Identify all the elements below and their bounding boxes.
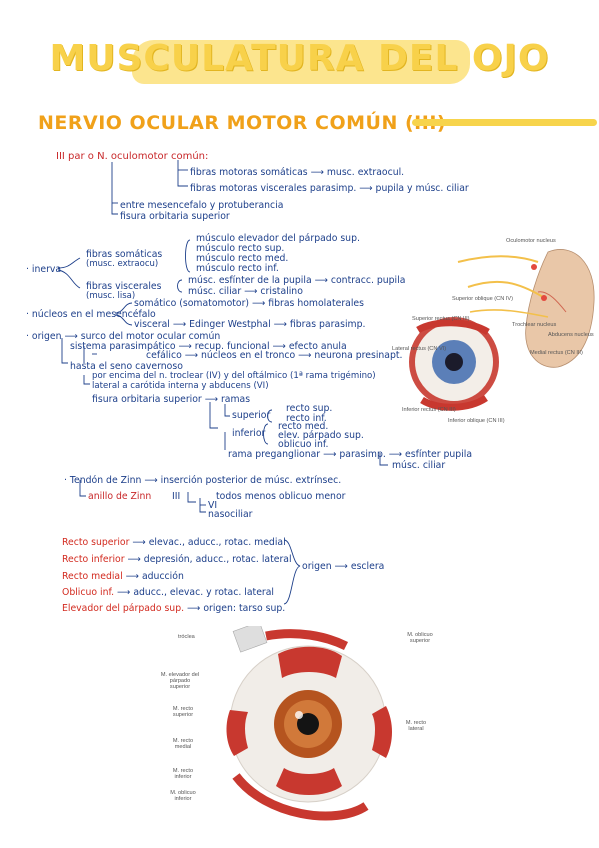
- section-underline: [412, 119, 597, 126]
- note-line: por encima del n. troclear (IV) y del of…: [92, 371, 376, 381]
- fig1-label: Medial rectus (CN III): [530, 350, 583, 356]
- note-line: músc. esfínter de la pupila ⟶ contracc. …: [188, 275, 406, 286]
- note-line: III: [172, 491, 181, 502]
- note-line: fibras motoras viscerales parasimp. ⟶ pu…: [190, 183, 469, 194]
- page-title: MUSCULATURA DEL OJO: [49, 38, 550, 79]
- title-highlight: [132, 40, 470, 84]
- fig1-label: Abducens nucleus: [548, 332, 594, 338]
- note-line: (musc. extraocu): [86, 259, 159, 269]
- fig1-label: Inferior rectus (CN III): [402, 407, 456, 413]
- note-line: fibras motoras somáticas ⟶ musc. extraoc…: [190, 167, 405, 178]
- fig1-label: Trochlear nucleus: [512, 322, 557, 328]
- note-line: · inerva: [26, 264, 62, 275]
- note-line: · origen ⟶ surco del motor ocular común: [26, 331, 221, 342]
- note-line: músc. ciliar ⟶ cristalino: [188, 286, 303, 297]
- muscle-row-2: Recto medial ⟶ aducción: [62, 571, 184, 582]
- note-line: recto sup.: [286, 403, 333, 414]
- muscle-row-0: Recto superior ⟶ elevac., aducc., rotac.…: [62, 537, 286, 548]
- fig1-label: Lateral rectus (CN VI): [392, 346, 447, 352]
- muscle-row-3: Oblicuo inf. ⟶ aducc., elevac. y rotac. …: [62, 587, 275, 598]
- fig2-label: M. oblicuo inferior: [170, 790, 196, 802]
- note-line: oblicuo inf.: [278, 439, 329, 450]
- note-line: fibras viscerales: [86, 281, 162, 292]
- fig2-label: tróclea: [178, 634, 195, 640]
- note-line: músculo recto inf.: [196, 263, 279, 274]
- note-line: hasta el seno cavernoso: [70, 361, 183, 372]
- note-line: recto med.: [278, 421, 329, 432]
- origin-note: origen ⟶ esclera: [302, 561, 385, 572]
- note-line: fisura orbitaria superior: [120, 211, 230, 222]
- section-title: NERVIO OCULAR MOTOR COMÚN (III): [38, 112, 447, 134]
- note-line-red: anillo de Zinn: [88, 491, 152, 502]
- note-line: (musc. lisa): [86, 291, 136, 301]
- fig2-label: M. recto lateral: [405, 720, 427, 732]
- fig1-label: Inferior oblique (CN III): [448, 418, 505, 424]
- fig2-label: M. elevador del párpado superior: [160, 672, 200, 690]
- note-line: sistema parasimpático ⟶ recup. funcional…: [70, 341, 347, 352]
- note-line: lateral a carótida interna y abducens (V…: [92, 381, 269, 391]
- note-line: elev. párpado sup.: [278, 430, 364, 441]
- note-line: visceral ⟶ Edinger Westphal ⟶ fibras par…: [134, 319, 366, 330]
- eye-anatomy-illustration: [226, 626, 392, 821]
- note-line: fibras somáticas: [86, 249, 163, 260]
- fig1-label: Superior rectus (CN III): [412, 316, 470, 322]
- note-line: superior: [232, 410, 271, 421]
- nerve-diagram-illustration: [409, 249, 595, 411]
- note-line: cefálico ⟶ núcleos en el tronco ⟶ neuron…: [146, 350, 403, 361]
- note-line: nasociliar: [208, 509, 253, 520]
- note-line: todos menos oblicuo menor: [216, 491, 346, 502]
- note-line: somático (somatomotor) ⟶ fibras homolate…: [134, 298, 364, 309]
- muscle-row-4: Elevador del párpado sup. ⟶ origen: tars…: [62, 603, 286, 614]
- fig1-label: Oculomotor nucleus: [506, 238, 556, 244]
- note-line: · Tendón de Zinn ⟶ inserción posterior d…: [64, 475, 342, 486]
- note-line: inferior: [232, 428, 266, 439]
- note-line: VI: [208, 500, 218, 511]
- fig1-label: Superior oblique (CN IV): [452, 296, 513, 302]
- note-line: músculo recto med.: [196, 253, 289, 264]
- fig2-label: M. recto inferior: [172, 768, 194, 780]
- muscle-row-1: Recto inferior ⟶ depresión, aducc., rota…: [62, 554, 292, 565]
- note-line: fisura orbitaria superior ⟶ ramas: [92, 394, 251, 405]
- note-line: músculo recto sup.: [196, 243, 285, 254]
- note-line: rama preganglionar ⟶ parasimp. ⟶ esfínte…: [228, 449, 473, 460]
- fig2-label: M. recto medial: [172, 738, 194, 750]
- fig2-label: M. recto superior: [172, 706, 194, 718]
- note-line: músc. ciliar: [392, 460, 446, 471]
- note-heading: III par o N. oculomotor común:: [56, 151, 209, 162]
- note-line: músculo elevador del párpado sup.: [196, 233, 360, 244]
- fig2-label: M. oblicuo superior: [407, 632, 433, 644]
- note-line: · núcleos en el mesencéfalo: [26, 309, 156, 320]
- note-line: recto inf.: [286, 413, 327, 424]
- note-line: entre mesencefalo y protuberancia: [120, 200, 284, 211]
